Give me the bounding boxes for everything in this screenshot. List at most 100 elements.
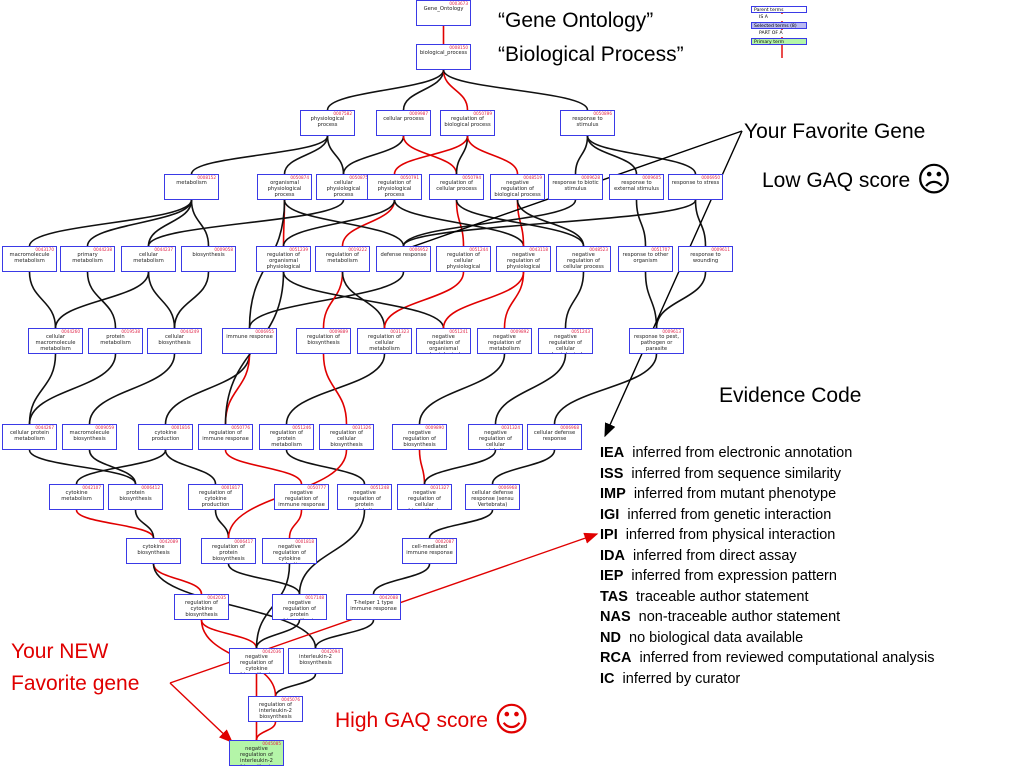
go-term-label: response to external stimulus [614, 180, 659, 192]
go-term-label: regulation of cytokine biosynthesis [185, 600, 218, 618]
go-term-label: macromolecule metabolism [9, 252, 50, 264]
go-term-label: regulation of cellular physiological [446, 252, 481, 270]
graph-edge [586, 135, 638, 175]
go-term-label: metabolism [176, 180, 207, 186]
go-term-id: 0048523 [589, 247, 608, 252]
evidence-code: RCA [600, 650, 632, 666]
graph-edge [173, 271, 210, 329]
graph-edge [255, 721, 277, 741]
go-term-id: 0006955 [255, 329, 274, 334]
go-term-label: cellular defense response (sensu Vertebr… [471, 490, 514, 508]
graph-edge [393, 199, 525, 247]
go-term-id: 0051248 [370, 485, 389, 490]
evidence-description: inferred from physical interaction [617, 527, 836, 543]
graph-edge [28, 449, 137, 485]
evidence-code: IEA [600, 445, 625, 461]
go-term-label: negative regulation of metabolism [488, 334, 521, 352]
graph-edge [75, 509, 155, 539]
go-term-label: interleukin-2 biosynthesis [299, 654, 332, 666]
evidence-code-row: IC inferred by curator [600, 669, 934, 690]
go-term-label: regulation of protein biosynthesis [212, 544, 245, 562]
go-term-id: 0042094 [321, 649, 340, 654]
go-term-label: cellular defense response [533, 430, 576, 442]
graph-edge [88, 449, 137, 485]
graph-edge [326, 135, 345, 175]
go-term-id: 0050776 [231, 425, 250, 430]
go-term-id: 0008152 [197, 175, 216, 180]
go-term-id: 0001818 [295, 539, 314, 544]
go-term-label: response to biotic stimulus [552, 180, 599, 192]
go-term-id: 0006950 [701, 175, 720, 180]
go-term-label: regulation of cellular metabolism [368, 334, 401, 352]
graph-edge [553, 353, 658, 425]
evidence-code-row: IPI inferred from physical interaction [600, 525, 934, 546]
go-term-id: 0001817 [221, 485, 240, 490]
graph-edge [164, 449, 217, 485]
